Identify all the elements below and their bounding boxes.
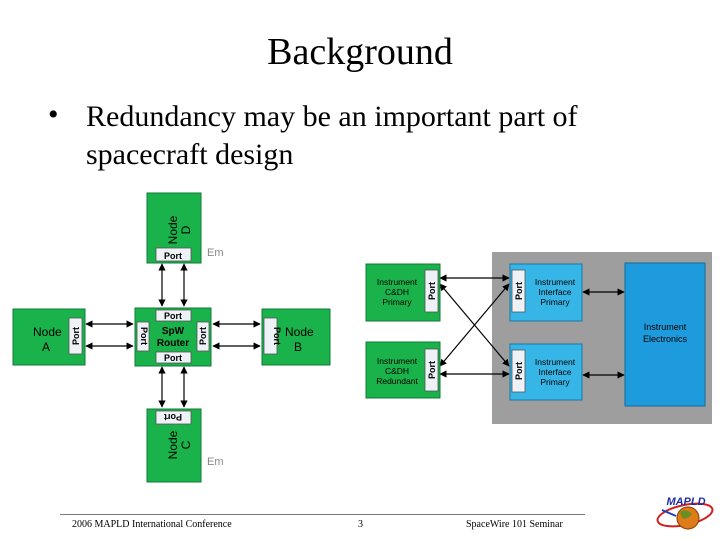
interface-primary-top: Port Instrument Interface Primary: [509, 263, 583, 322]
cdh-primary-l2: C&DH: [385, 287, 409, 297]
node-b: Node B Port: [261, 308, 331, 366]
router-label2: Router: [157, 338, 189, 349]
footer-left: 2006 MAPLD International Conference: [72, 519, 232, 530]
node-a-label2: A: [42, 340, 50, 354]
cdh-redundant-l3: Redundant: [376, 376, 418, 386]
slide-title: Background: [267, 31, 453, 73]
cdh-primary-l1: Instrument: [377, 277, 418, 287]
node-a-label1: Node: [33, 325, 62, 339]
node-d: Node D Port: [146, 192, 202, 264]
footer-right: SpaceWire 101 Seminar: [466, 519, 563, 530]
interface-bottom-l1: Instrument: [535, 357, 576, 367]
interface-top-l1: Instrument: [535, 277, 576, 287]
logo-text: MAPLD: [666, 496, 705, 508]
node-a: Node A Port: [12, 308, 86, 366]
instrument-electronics: Instrument Electronics: [624, 262, 706, 407]
cdh-primary-l3: Primary: [382, 297, 412, 307]
node-c-label1: Node: [166, 430, 180, 459]
bullet-text: Redundancy may be an important part of s…: [86, 100, 578, 171]
cdh-primary-port: Port: [427, 282, 437, 300]
cdh-redundant: Instrument C&DH Redundant Port: [365, 341, 441, 399]
router-label1: SpW: [162, 326, 185, 337]
cdh-primary: Instrument C&DH Primary Port: [365, 263, 441, 322]
footer-divider: [60, 514, 585, 515]
node-a-port: Port: [71, 327, 81, 345]
bullet-marker: •: [48, 98, 59, 131]
node-d-tag: Em: [207, 247, 224, 259]
right-diagram: Instrument C&DH Primary Port Instrument …: [365, 252, 712, 424]
interface-top-port: Port: [514, 282, 524, 300]
router-port-bottom: Port: [164, 353, 182, 363]
node-b-label1: Node: [285, 325, 314, 339]
electronics-l1: Instrument: [644, 322, 687, 332]
router-port-top: Port: [164, 311, 182, 321]
node-b-port: Port: [272, 327, 282, 345]
electronics-l2: Electronics: [643, 334, 688, 344]
node-d-port: Port: [164, 251, 182, 261]
interface-bottom-l2: Interface: [538, 367, 571, 377]
interface-top-l3: Primary: [540, 297, 570, 307]
cdh-redundant-l2: C&DH: [385, 366, 409, 376]
router-port-right: Port: [198, 327, 208, 345]
interface-primary-bottom: Port Instrument Interface Primary: [509, 343, 583, 401]
interface-bottom-port: Port: [514, 362, 524, 380]
mapld-logo: MAPLD: [656, 496, 714, 530]
cdh-redundant-l1: Instrument: [377, 356, 418, 366]
node-c-label2: C: [179, 440, 193, 449]
node-c-port: Port: [164, 412, 182, 422]
router-port-left: Port: [139, 327, 149, 345]
interface-top-l2: Interface: [538, 287, 571, 297]
instrument-connections: [439, 274, 625, 379]
node-b-label2: B: [294, 340, 302, 354]
left-diagram: Node D Port Em Node A Port Node B Port P…: [12, 192, 331, 483]
spw-router: Port Port Port Port SpW Router: [134, 307, 212, 367]
node-d-label1: Node: [166, 215, 180, 244]
footer-page-number: 3: [358, 519, 363, 530]
node-c-tag: Em: [207, 456, 224, 468]
interface-bottom-l3: Primary: [540, 377, 570, 387]
node-c: Port Node C: [146, 408, 202, 483]
cdh-redundant-port: Port: [427, 361, 437, 379]
router-connections: [85, 263, 261, 408]
node-d-label2: D: [179, 225, 193, 234]
